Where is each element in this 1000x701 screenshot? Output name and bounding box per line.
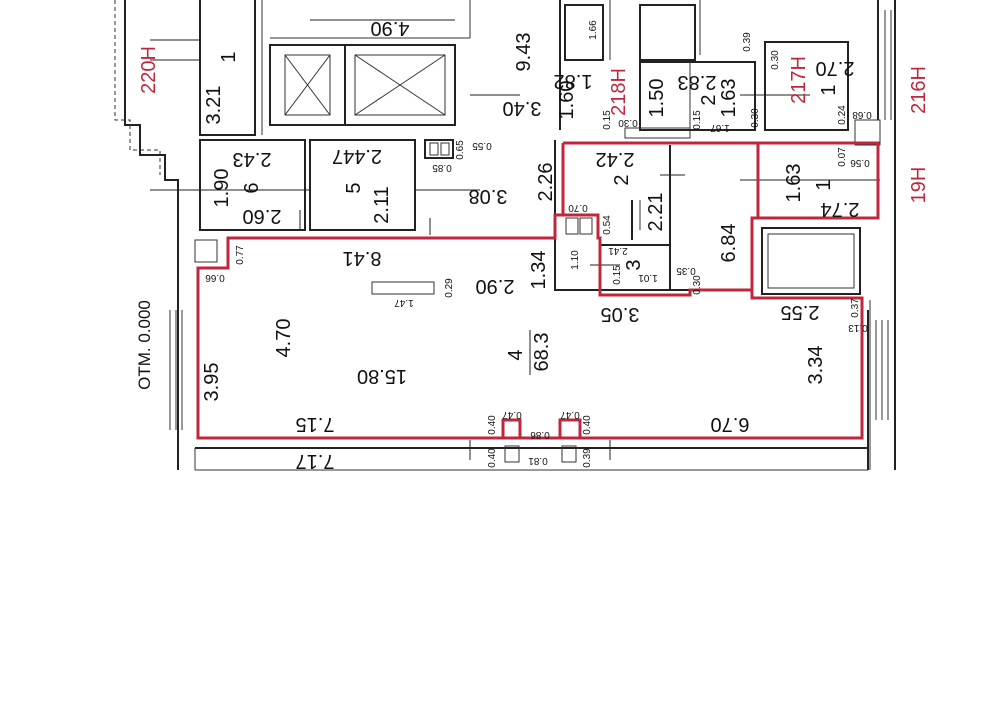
walls xyxy=(114,0,896,471)
dim-2-42: 2.42 xyxy=(596,148,635,170)
sdim-0-37: 0.37 xyxy=(850,298,861,318)
sdim-1-67: 1.67 xyxy=(710,122,730,133)
sdim-0-68: 0.68 xyxy=(852,109,872,120)
dim-1-34: 1.34 xyxy=(528,251,550,290)
room-number-1-left: 1 xyxy=(218,51,240,62)
room-area-4-main: 68.3 xyxy=(531,333,553,372)
unit-label-218h: 218H xyxy=(608,68,630,116)
sdim-1-01: 1.01 xyxy=(638,272,658,283)
sdim-0-55: 0.55 xyxy=(472,140,492,151)
unit-label-217h: 217H xyxy=(788,56,810,104)
dim-3-05: 3.05 xyxy=(601,303,640,325)
unit-label-220h: 220H xyxy=(138,46,160,94)
sdim-0-40-b: 0.40 xyxy=(582,415,593,435)
sdim-0-13: 0.13 xyxy=(848,322,868,333)
dim-2-60: 2.60 xyxy=(243,205,282,227)
dim-15-80: 15.80 xyxy=(357,365,407,387)
dim-7-17: 7.17 xyxy=(296,450,335,472)
sdim-0-40-c: 0.40 xyxy=(487,448,498,468)
dim-9-43: 9.43 xyxy=(513,33,535,72)
sdim-0-77: 0.77 xyxy=(235,245,246,265)
room-number-1-topright: 1 xyxy=(818,84,840,95)
sdim-0-54: 0.54 xyxy=(602,215,613,235)
window-left xyxy=(169,310,183,430)
sdim-0-15-a: 0.15 xyxy=(612,265,623,285)
sdim-0-15-c: 0.15 xyxy=(692,110,703,130)
unit-label-19h: 19H xyxy=(908,167,930,204)
room-number-6: 6 xyxy=(241,182,263,193)
sdim-0-30-c: 0.30 xyxy=(750,108,761,128)
dim-2-43: 2.43 xyxy=(233,148,272,170)
dim-2-55: 2.55 xyxy=(781,301,820,323)
sdim-0-85: 0.85 xyxy=(432,162,452,173)
dim-1-50: 1.50 xyxy=(646,79,668,118)
room-number-2-topmid: 2 xyxy=(698,94,720,105)
dim-2-83: 2.83 xyxy=(678,71,717,93)
dim-6-70: 6.70 xyxy=(711,413,750,435)
dim-3-21: 3.21 xyxy=(203,86,225,125)
dim-3-40: 3.40 xyxy=(503,97,542,119)
room-number-1-small: 1 xyxy=(813,179,835,190)
room-numbers: 1 2 1 2 3 5 6 1 4 68.3 xyxy=(218,51,840,375)
dim-6-84: 6.84 xyxy=(718,224,740,263)
sdim-0-24: 0.24 xyxy=(837,105,848,125)
dimension-labels: 4.90 9.43 3.40 3.21 2.43 2.447 1.90 2.60… xyxy=(201,17,859,472)
dim-2-74: 2.74 xyxy=(821,198,860,220)
dim-7-15: 7.15 xyxy=(296,413,335,435)
dim-1-63-top: 1.63 xyxy=(718,79,740,118)
sdim-0-86: 0.86 xyxy=(530,429,550,440)
room-number-4-main: 4 xyxy=(505,349,527,360)
sdim-0-30-d: 0.30 xyxy=(770,50,781,70)
dimension-ticks xyxy=(150,19,880,460)
sdim-0-39-a: 0.39 xyxy=(742,32,753,52)
unit-labels: 220H 218H 217H 216H 19H xyxy=(138,46,930,203)
sdim-0-40-a: 0.40 xyxy=(487,415,498,435)
unit-label-216h: 216H xyxy=(908,66,930,114)
sdim-2-41: 2.41 xyxy=(608,245,628,256)
dim-1-82: 1.82 xyxy=(554,70,593,92)
level-mark: ОТМ. 0.000 xyxy=(135,300,154,390)
sdim-0-29: 0.29 xyxy=(444,278,455,298)
dim-2-26: 2.26 xyxy=(535,163,557,202)
sdim-0-30-a: 0.30 xyxy=(692,275,703,295)
apartment-outline xyxy=(196,141,880,463)
sdim-0-70: 0.70 xyxy=(568,202,588,213)
dim-3-95: 3.95 xyxy=(201,363,223,402)
sdim-0-56: 0.56 xyxy=(850,157,870,168)
sdim-0-81: 0.81 xyxy=(528,455,548,466)
dim-2-11: 2.11 xyxy=(371,186,393,223)
dim-8-41: 8.41 xyxy=(343,247,382,269)
sdim-0-65: 0.65 xyxy=(455,140,466,160)
sdim-0-47-b: 0.47 xyxy=(560,409,580,420)
dim-3-08: 3.08 xyxy=(469,185,508,207)
dim-4-90: 4.90 xyxy=(371,17,410,39)
dim-1-63-right: 1.63 xyxy=(783,164,805,203)
sdim-0-07: 0.07 xyxy=(837,147,848,167)
room-number-2-center: 2 xyxy=(611,174,633,185)
room-number-5: 5 xyxy=(343,182,365,193)
room-number-3-center: 3 xyxy=(623,259,645,270)
sdim-0-47-a: 0.47 xyxy=(502,409,522,420)
dim-2-447: 2.447 xyxy=(332,145,382,167)
dim-1-90: 1.90 xyxy=(211,169,233,208)
dim-1-60: 1.60 xyxy=(556,81,578,120)
sdim-0-15-b: 0.15 xyxy=(602,110,613,130)
sdim-0-66: 0.66 xyxy=(205,272,225,283)
sdim-1-10: 1.10 xyxy=(570,250,581,270)
window-right-top xyxy=(884,10,892,120)
sdim-1-47: 1.47 xyxy=(394,297,414,308)
dim-2-70: 2.70 xyxy=(816,57,855,79)
small-dimension-labels: 0.66 0.77 0.29 1.47 0.55 0.65 0.85 0.70 … xyxy=(205,20,872,468)
sdim-1-66: 1.66 xyxy=(588,20,599,40)
window-right xyxy=(875,320,889,420)
dim-2-21: 2.21 xyxy=(645,193,667,232)
dim-3-34: 3.34 xyxy=(805,346,827,385)
sdim-0-30-b: 0.30 xyxy=(618,117,638,128)
dim-4-70: 4.70 xyxy=(273,319,295,358)
sdim-0-35: 0.35 xyxy=(676,265,696,276)
sdim-0-39-b: 0.39 xyxy=(582,448,593,468)
elevator-shafts xyxy=(284,54,641,230)
dim-2-90: 2.90 xyxy=(476,275,515,297)
